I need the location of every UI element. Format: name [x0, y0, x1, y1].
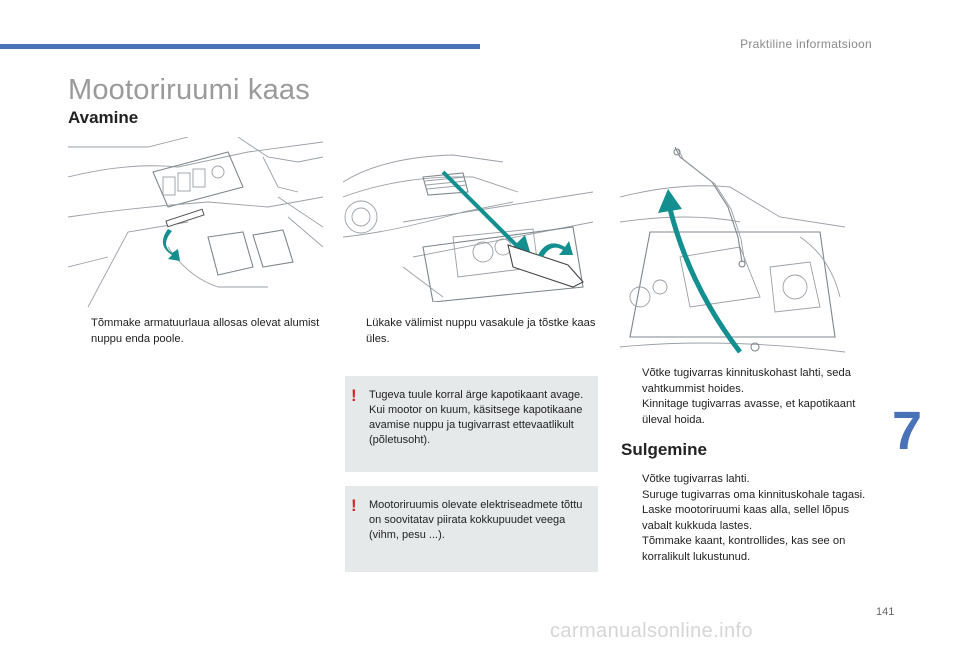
closing-step-4: Tõmmake kaant, kontrollides, kas see on … [642, 535, 846, 563]
page-title: Mootoriruumi kaas [68, 74, 310, 106]
closing-steps: Võtke tugivarras lahti. Suruge tugivarra… [622, 472, 877, 565]
warning-line-electrical: Mootoriruumis olevate elektriseadmete tõ… [369, 499, 583, 541]
opening-step-1: Tõmmake armatuurlaua allosas olevat alum… [91, 317, 320, 345]
closing-step-2: Suruge tugivarras oma kinnituskohale tag… [642, 488, 866, 501]
warning-box-electrical: ! Mootoriruumis olevate elektriseadmete … [345, 486, 598, 572]
opening-step-4: Kinnitage tugivarras avasse, et kapotika… [642, 398, 856, 426]
warning-icon: ! [351, 496, 357, 515]
warning-line-heat: Kui mootor on kuum, käsitsege kapotikaan… [369, 404, 583, 446]
warning-box-wind-heat: ! Tugeva tuule korral ärge kapotikaant a… [345, 376, 598, 472]
chapter-number: 7 [892, 401, 923, 461]
prop-rod-illustration [620, 146, 845, 354]
opening-heading: Avamine [68, 108, 139, 127]
opening-step-3: Võtke tugivarras kinnituskohast lahti, s… [642, 367, 851, 395]
opening-step-2: Lükake välimist nuppu vasakule ja tõstke… [366, 317, 596, 345]
interior-lever-illustration [68, 137, 323, 307]
page-number: 141 [876, 606, 895, 618]
header-accent-bar [0, 44, 480, 49]
footer-watermark: carmanualsonline.info [550, 620, 753, 642]
closing-heading: Sulgemine [621, 440, 707, 459]
section-header: Praktiline informatsioon [740, 37, 872, 51]
closing-step-1: Võtke tugivarras lahti. [642, 473, 750, 485]
warning-icon: ! [351, 386, 357, 405]
closing-step-3: Laske mootoriruumi kaas alla, sellel lõp… [642, 504, 850, 532]
opening-steps-prop-rod: Võtke tugivarras kinnituskohast lahti, s… [622, 366, 877, 428]
warning-line-wind: Tugeva tuule korral ärge kapotikaant ava… [369, 389, 584, 401]
exterior-catch-illustration [343, 154, 594, 302]
